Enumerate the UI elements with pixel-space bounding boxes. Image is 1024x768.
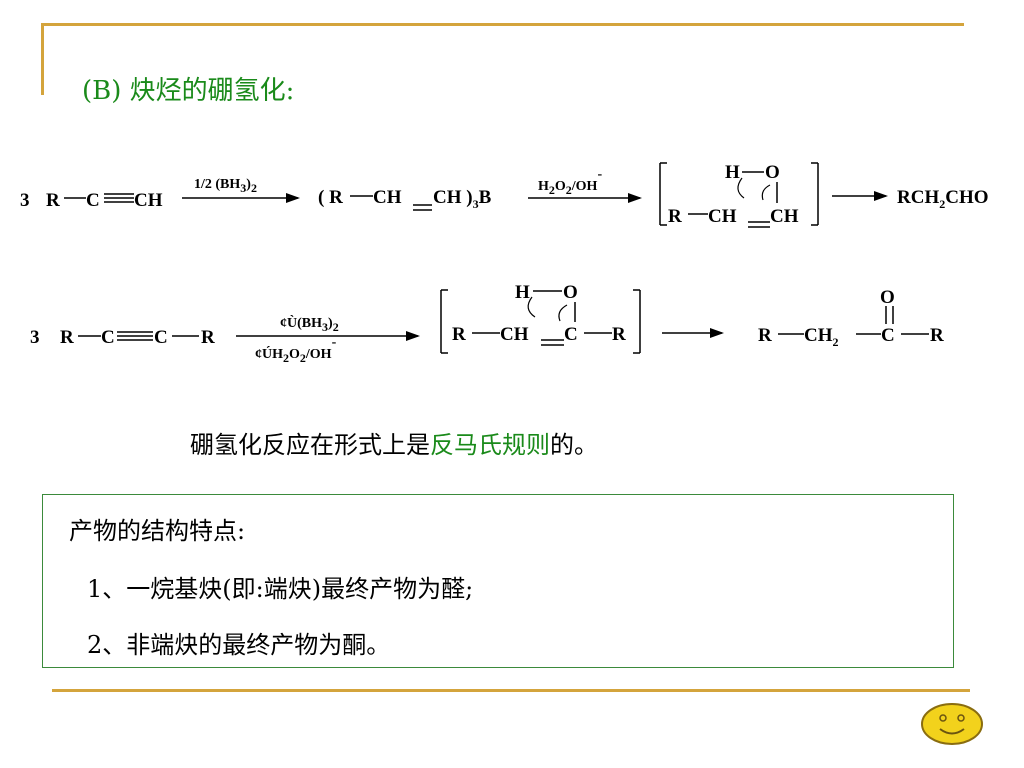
r2-enol-r2: R xyxy=(612,324,626,345)
r1-enol-double-bond xyxy=(748,221,770,228)
r1-reagent: 1/2 (BH3)2 xyxy=(194,177,257,195)
rule-prefix: 硼氢化反应在形式上是 xyxy=(190,431,430,459)
r2-reagent-top: ¢Ù(BH3)2 xyxy=(280,314,339,334)
frame-top-line xyxy=(44,23,964,26)
r1-curved-arrow-a xyxy=(737,177,745,199)
r2-product-r1: R xyxy=(758,325,772,346)
r1-coefficient: 3 xyxy=(20,190,30,211)
r1-enol-o: O xyxy=(765,162,780,183)
r2-product-o: O xyxy=(880,287,895,308)
r2-arrow-1 xyxy=(236,331,420,341)
rule-suffix: 的。 xyxy=(550,431,598,459)
r1-intermediate-open: ( R xyxy=(318,187,343,208)
r1-enol-h: H xyxy=(725,162,740,183)
r1-enol-bracket-right xyxy=(811,162,819,226)
r2-curved-arrow-b xyxy=(558,304,568,322)
smiley-face-icon xyxy=(921,703,983,745)
r1-start-r: R xyxy=(46,190,60,211)
r1-arrow-2 xyxy=(528,193,642,203)
r1-oxidant: H2O2/OH- xyxy=(538,167,602,197)
r2-r1: R xyxy=(60,327,74,348)
r2-product-r2: R xyxy=(930,325,944,346)
r2-enol-bracket-left xyxy=(440,289,448,354)
summary-item-1: 1、一烷基炔(即:端炔)最终产物为醛; xyxy=(87,575,474,603)
r1-product: RCH2CHO xyxy=(897,187,989,211)
r2-product-c: C xyxy=(881,325,895,346)
r1-arrow-1 xyxy=(182,193,300,203)
r2-curved-arrow-a xyxy=(527,296,536,318)
anti-markovnikov-statement: 硼氢化反应在形式上是反马氏规则的。 xyxy=(190,425,598,460)
r1-enol-ch1: CH xyxy=(708,206,737,227)
r2-enol-h: H xyxy=(515,282,530,303)
r1-intermediate-ch1: CH xyxy=(373,187,402,208)
r2-product-carbonyl-bond xyxy=(885,306,894,324)
r2-reagent-bottom: ¢ÚH2O2/OH- xyxy=(255,335,337,365)
r2-arrow-2 xyxy=(662,328,724,338)
summary-item-2: 2、非端炔的最终产物为酮。 xyxy=(87,631,391,659)
summary-heading: 产物的结构特点: xyxy=(69,517,246,545)
r2-enol-c: C xyxy=(564,324,578,345)
r2-coefficient: 3 xyxy=(30,327,40,348)
summary-box: 产物的结构特点: 1、一烷基炔(即:端炔)最终产物为醛; 2、非端炔的最终产物为… xyxy=(42,494,954,668)
r2-enol-r1: R xyxy=(452,324,466,345)
r2-product-ch2: CH2 xyxy=(804,325,839,349)
reaction-scheme: 3 R C CH 1/2 (BH3)2 ( R CH CH )3B H2O2/O… xyxy=(20,162,989,365)
r2-r2: R xyxy=(201,327,215,348)
frame-bottom-line xyxy=(52,689,970,692)
r1-enol-r: R xyxy=(668,206,682,227)
r2-enol-bracket-right xyxy=(633,289,641,354)
r1-arrow-3 xyxy=(832,191,888,201)
frame-left-line xyxy=(41,23,44,95)
r1-enol-bracket-left xyxy=(659,162,667,226)
r1-start-c: C xyxy=(86,190,100,211)
r2-enol-o: O xyxy=(563,282,578,303)
r1-intermediate-end: CH )3B xyxy=(433,187,492,211)
r2-triple-bond xyxy=(117,331,153,341)
r2-c2: C xyxy=(154,327,168,348)
r2-c1: C xyxy=(101,327,115,348)
r1-enol-ch2: CH xyxy=(770,206,799,227)
slide-title: (B) 炔烃的硼氢化: xyxy=(82,76,295,106)
r1-curved-arrow-b xyxy=(761,184,771,201)
rule-highlight: 反马氏规则 xyxy=(430,431,550,459)
r1-start-ch: CH xyxy=(134,190,163,211)
r2-enol-ch: CH xyxy=(500,324,529,345)
r2-enol-double-bond xyxy=(541,339,564,346)
r1-intermediate-double-bond xyxy=(413,204,432,211)
r1-triple-bond xyxy=(104,193,134,203)
